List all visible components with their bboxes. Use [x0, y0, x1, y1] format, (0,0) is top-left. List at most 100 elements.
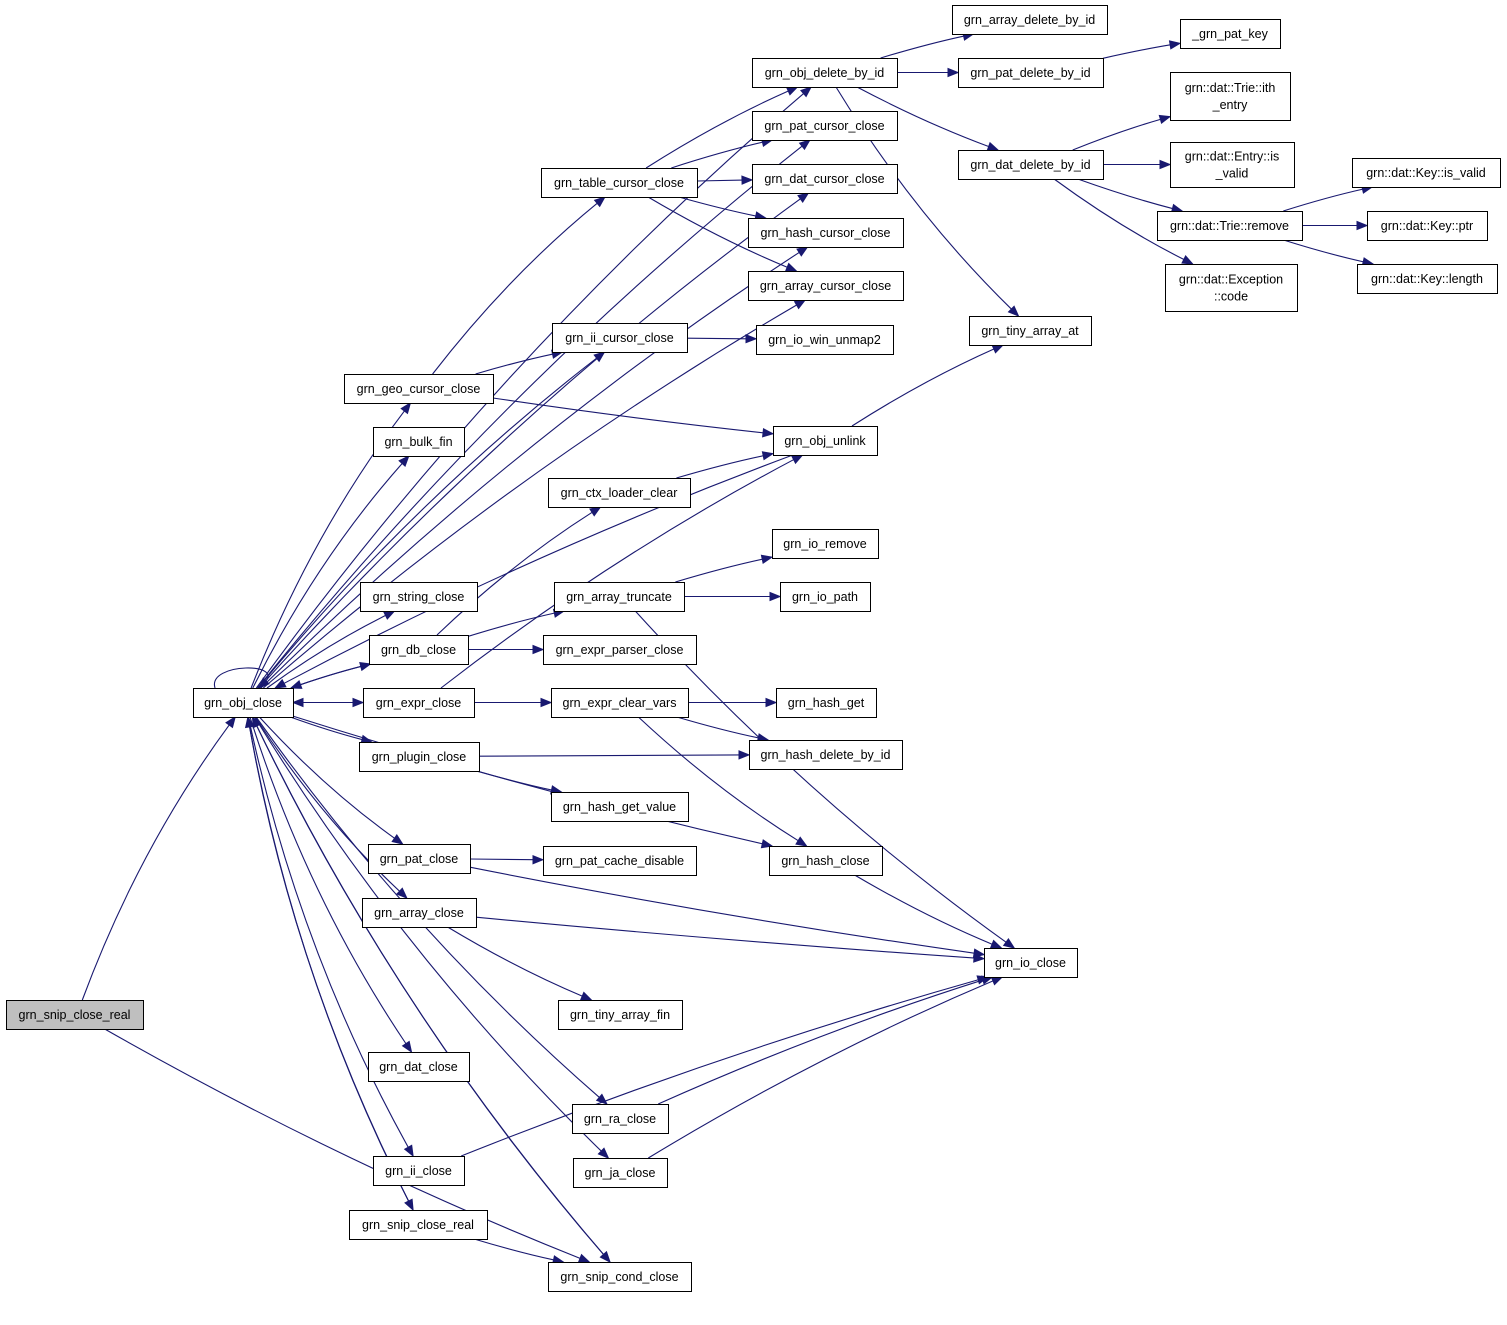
edge-obj-close-to-ja-close: [254, 716, 610, 1159]
node-pat-key[interactable]: _grn_pat_key: [1180, 19, 1281, 49]
edge-line: [648, 979, 995, 1159]
node-expr-clear-vars[interactable]: grn_expr_clear_vars: [551, 688, 689, 718]
node-box: [548, 478, 691, 508]
node-box: [749, 740, 903, 770]
node-tiny-array-fin[interactable]: grn_tiny_array_fin: [558, 1000, 683, 1030]
node-box: [368, 1052, 470, 1082]
edge-snip-cond-close-to-obj-close: [251, 715, 611, 1263]
node-pat-close[interactable]: grn_pat_close: [368, 844, 471, 874]
node-key-ptr[interactable]: grn::dat::Key::ptr: [1367, 211, 1488, 241]
node-snip-close-real-root[interactable]: grn_snip_close_real: [6, 1000, 144, 1030]
edge-ja-close-to-io-close: [648, 976, 1004, 1159]
arrowhead-icon: [785, 86, 799, 96]
node-box: [359, 742, 480, 772]
node-trie-ith-entry[interactable]: grn::dat::Trie::ith_entry: [1170, 72, 1291, 121]
node-ja-close[interactable]: grn_ja_close: [573, 1158, 668, 1188]
node-key-length[interactable]: grn::dat::Key::length: [1357, 264, 1498, 294]
node-label: grn_array_delete_by_id: [964, 13, 1095, 27]
edge-geo-cursor-close-to-table-cursor-close: [432, 196, 606, 375]
node-snip-cond-close[interactable]: grn_snip_cond_close: [548, 1262, 692, 1292]
arrowhead-icon: [593, 196, 606, 208]
node-label: grn_plugin_close: [372, 750, 467, 764]
node-pat-cursor-close[interactable]: grn_pat_cursor_close: [752, 111, 898, 141]
edge-db-close-to-ctx-loader-clear: [436, 506, 602, 636]
node-array-close[interactable]: grn_array_close: [362, 898, 477, 928]
edge-line: [492, 397, 765, 434]
arrowhead-icon: [395, 887, 408, 899]
node-bulk-fin[interactable]: grn_bulk_fin: [373, 427, 465, 457]
node-obj-close[interactable]: grn_obj_close: [193, 688, 294, 718]
edge-dat-delete-by-id-to-trie-remove: [1077, 178, 1184, 213]
arrowhead-icon: [1158, 114, 1172, 125]
node-obj-delete-by-id[interactable]: grn_obj_delete_by_id: [752, 58, 898, 88]
edge-array-truncate-to-io-path: [684, 591, 782, 602]
node-tiny-array-at[interactable]: grn_tiny_array_at: [969, 316, 1092, 346]
node-label: grn::dat::Exception: [1179, 273, 1283, 287]
node-geo-cursor-close[interactable]: grn_geo_cursor_close: [344, 374, 494, 404]
node-pat-delete-by-id[interactable]: grn_pat_delete_by_id: [958, 58, 1104, 88]
node-table-cursor-close[interactable]: grn_table_cursor_close: [541, 168, 698, 198]
node-hash-get[interactable]: grn_hash_get: [776, 688, 877, 718]
edge-expr-clear-vars-to-hash-close: [638, 716, 808, 847]
node-label: grn_hash_get: [788, 696, 865, 710]
node-box: [6, 1000, 144, 1030]
node-dat-close[interactable]: grn_dat_close: [368, 1052, 470, 1082]
node-trie-remove[interactable]: grn::dat::Trie::remove: [1157, 211, 1303, 241]
node-expr-close[interactable]: grn_expr_close: [363, 688, 475, 718]
node-array-delete-by-id[interactable]: grn_array_delete_by_id: [952, 5, 1108, 35]
node-dat-cursor-close[interactable]: grn_dat_cursor_close: [752, 164, 898, 194]
arrowhead-icon: [791, 454, 804, 465]
node-hash-cursor-close[interactable]: grn_hash_cursor_close: [748, 218, 904, 248]
node-label: grn::dat::Key::length: [1371, 272, 1483, 286]
node-key-is-valid[interactable]: grn::dat::Key::is_valid: [1352, 158, 1501, 188]
node-expr-parser-close[interactable]: grn_expr_parser_close: [543, 635, 697, 665]
node-box: [572, 1104, 669, 1134]
node-label: grn_snip_close_real: [19, 1008, 131, 1022]
node-hash-delete-by-id[interactable]: grn_hash_delete_by_id: [749, 740, 903, 770]
arrowhead-icon: [795, 836, 808, 847]
node-label: grn_db_close: [381, 643, 456, 657]
node-hash-get-value[interactable]: grn_hash_get_value: [551, 792, 689, 822]
edge-line: [1283, 239, 1365, 263]
node-label: grn::dat::Key::ptr: [1381, 219, 1473, 233]
node-ii-close[interactable]: grn_ii_close: [373, 1156, 465, 1186]
node-exception-code[interactable]: grn::dat::Exception::code: [1165, 264, 1298, 312]
edge-line: [247, 716, 410, 1203]
node-box: [373, 427, 465, 457]
node-array-truncate[interactable]: grn_array_truncate: [554, 582, 685, 612]
node-db-close[interactable]: grn_db_close: [369, 635, 469, 665]
edge-line: [478, 754, 741, 757]
edge-line: [257, 145, 804, 689]
node-ii-cursor-close[interactable]: grn_ii_cursor_close: [552, 323, 688, 353]
node-string-close[interactable]: grn_string_close: [360, 582, 478, 612]
node-snip-close-real[interactable]: grn_snip_close_real: [349, 1210, 488, 1240]
edge-line: [475, 916, 976, 959]
node-io-win-unmap2[interactable]: grn_io_win_unmap2: [756, 325, 894, 355]
edge-table-cursor-close-to-array-cursor-close: [647, 196, 798, 272]
node-pat-cache-disable[interactable]: grn_pat_cache_disable: [543, 846, 697, 876]
node-dat-delete-by-id[interactable]: grn_dat_delete_by_id: [958, 150, 1104, 180]
node-plugin-close[interactable]: grn_plugin_close: [359, 742, 480, 772]
edge-hash-close-to-io-close: [854, 874, 1003, 949]
node-box: [958, 58, 1104, 88]
arrowhead-icon: [383, 610, 396, 620]
node-io-close[interactable]: grn_io_close: [984, 948, 1078, 978]
node-box: [1170, 72, 1291, 121]
node-label: grn::dat::Entry::is: [1185, 150, 1279, 164]
edge-array-close-to-io-close: [475, 916, 986, 963]
node-hash-close[interactable]: grn_hash_close: [769, 846, 883, 876]
arrowhead-icon: [391, 833, 404, 845]
node-ra-close[interactable]: grn_ra_close: [572, 1104, 669, 1134]
node-array-cursor-close[interactable]: grn_array_cursor_close: [748, 271, 904, 301]
node-entry-is-valid[interactable]: grn::dat::Entry::is_valid: [1170, 142, 1295, 188]
node-ctx-loader-clear[interactable]: grn_ctx_loader_clear: [548, 478, 691, 508]
edge-line: [436, 511, 594, 636]
arrowhead-icon: [532, 854, 545, 865]
node-obj-unlink[interactable]: grn_obj_unlink: [773, 426, 878, 456]
node-io-remove[interactable]: grn_io_remove: [772, 529, 879, 559]
node-label: grn_io_path: [792, 590, 858, 604]
node-box: [360, 582, 478, 612]
node-io-path[interactable]: grn_io_path: [780, 582, 871, 612]
edge-ii-cursor-close-to-io-win-unmap2: [686, 333, 758, 344]
